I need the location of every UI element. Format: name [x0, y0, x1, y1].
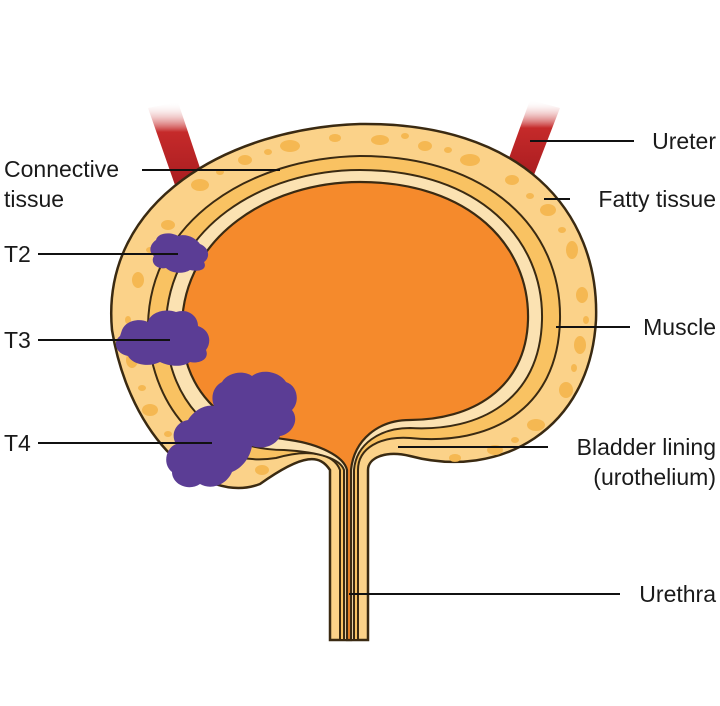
label-bladder-lining-line1: Bladder lining: [577, 434, 716, 460]
label-t4: T4: [4, 430, 31, 456]
tumour-t3: [115, 310, 210, 366]
label-bladder-lining-line2: (urothelium): [593, 464, 716, 490]
tumour-t2: [150, 233, 209, 273]
label-connective-tissue-line1: Connective: [4, 156, 119, 182]
label-t2: T2: [4, 241, 31, 267]
tumour-blob-icon: [115, 310, 210, 366]
label-ureter: Ureter: [652, 128, 716, 154]
label-muscle: Muscle: [643, 314, 716, 340]
tumour-t4: [166, 371, 297, 488]
tumour-blob-icon: [150, 233, 209, 273]
label-urethra: Urethra: [639, 581, 716, 607]
tumour-blob-icon: [166, 371, 297, 488]
label-t3: T3: [4, 327, 31, 353]
left-ureter: [148, 102, 204, 188]
label-fatty-tissue: Fatty tissue: [598, 186, 716, 212]
labels: Connective tissue T2 T3 T4 Ureter Fatty …: [4, 128, 716, 607]
leader-lines: [38, 140, 634, 595]
label-connective-tissue-line2: tissue: [4, 186, 64, 212]
